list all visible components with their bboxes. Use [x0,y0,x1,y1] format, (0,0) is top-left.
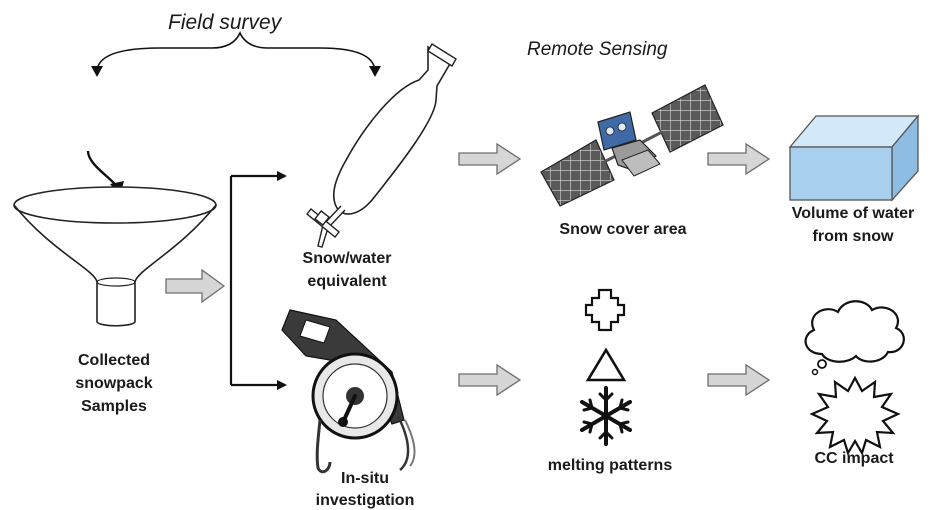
melting-label: melting patterns [548,457,673,474]
funnel-icon [13,150,217,327]
triangle-symbol-icon [585,347,627,382]
brace-left-arrowhead [91,66,103,77]
measuring-tape-reel-icon [281,309,416,474]
burst-icon [809,375,901,456]
brace-right-arrowhead [369,66,381,77]
field-survey-title: Field survey [168,11,283,34]
collected-label-3: Samples [81,398,147,415]
collected-label-1: Collected [78,352,150,369]
thought-cloud-icon [804,300,905,376]
arrow-funnel-to-branch [165,268,226,304]
arrow-to-melting [458,363,522,397]
cross-symbol-icon [584,288,626,332]
water-volume-box-icon [788,114,920,202]
remote-sensing-title: Remote Sensing [527,39,668,60]
satellite-icon [540,84,724,207]
volume-label-1: Volume of water [792,205,914,222]
field-survey-brace [96,31,376,73]
swe-label-1: Snow/water [303,250,392,267]
insitu-label-1: In-situ [341,470,389,487]
insitu-label-2: investigation [316,492,415,509]
collected-label-2: snowpack [75,375,152,392]
cc-impact-label: CC impact [814,450,894,467]
arrow-to-satellite [458,142,522,176]
arrow-to-volume [707,142,771,176]
snowflake-icon [580,386,632,446]
separatory-funnel-icon [306,43,457,248]
arrow-to-cc-impact [707,363,771,397]
snow-cover-label: Snow cover area [559,221,686,238]
swe-label-2: equivalent [307,273,387,290]
volume-label-2: from snow [813,228,894,245]
